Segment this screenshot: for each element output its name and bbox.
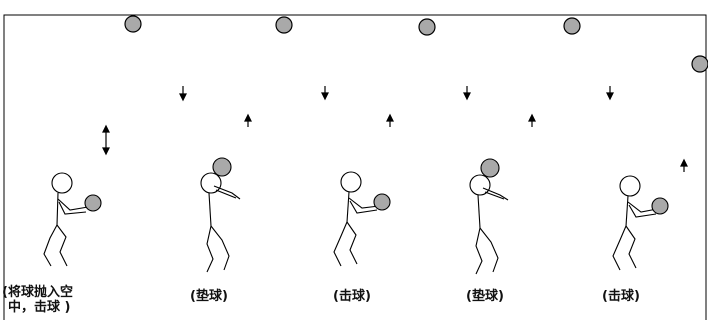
- player-head: [51, 172, 73, 194]
- ball-icon: [480, 158, 500, 178]
- ball-icon: [691, 55, 708, 73]
- ball-icon: [124, 15, 142, 33]
- player-figure-5: [612, 175, 669, 271]
- ball-icon: [84, 194, 102, 212]
- arrow-up-icon: [386, 113, 394, 127]
- ball-icon: [418, 18, 436, 36]
- player-figure-4: [469, 158, 509, 275]
- arrow-down-icon: [321, 86, 329, 101]
- arrow-down-icon: [179, 86, 187, 102]
- trajectory-arrows: [102, 86, 688, 172]
- ball-icon: [563, 17, 581, 35]
- player-head: [200, 172, 222, 194]
- step-caption-1-line1: (将球抛入空: [2, 285, 73, 300]
- step-caption-5: (击球): [602, 289, 640, 304]
- player-head: [619, 175, 641, 197]
- arrow-up-icon: [680, 158, 688, 172]
- player-figure-2: [200, 157, 241, 273]
- step-caption-3: (击球): [333, 289, 371, 304]
- arrow-up-icon: [528, 113, 536, 127]
- step-caption-4: (垫球): [466, 289, 504, 304]
- arrow-up-down-icon: [102, 124, 110, 156]
- step-caption-1: (将球抛入空 中，击球 ): [2, 285, 132, 315]
- airborne-balls: [124, 15, 708, 73]
- player-head: [340, 171, 362, 193]
- step-caption-1-line2: 中，击球 ): [8, 300, 71, 315]
- arrow-down-icon: [606, 86, 614, 101]
- ball-icon: [651, 197, 669, 215]
- ball-icon: [212, 157, 232, 177]
- diagram-frame: [3, 14, 707, 320]
- ball-icon: [275, 16, 293, 34]
- step-caption-2: (垫球): [190, 289, 228, 304]
- ball-icon: [373, 193, 391, 211]
- player-head: [469, 174, 491, 196]
- player-figure-1: [43, 172, 102, 267]
- arrow-up-icon: [244, 113, 252, 127]
- player-figure-3: [333, 171, 391, 267]
- arrow-down-icon: [463, 86, 471, 101]
